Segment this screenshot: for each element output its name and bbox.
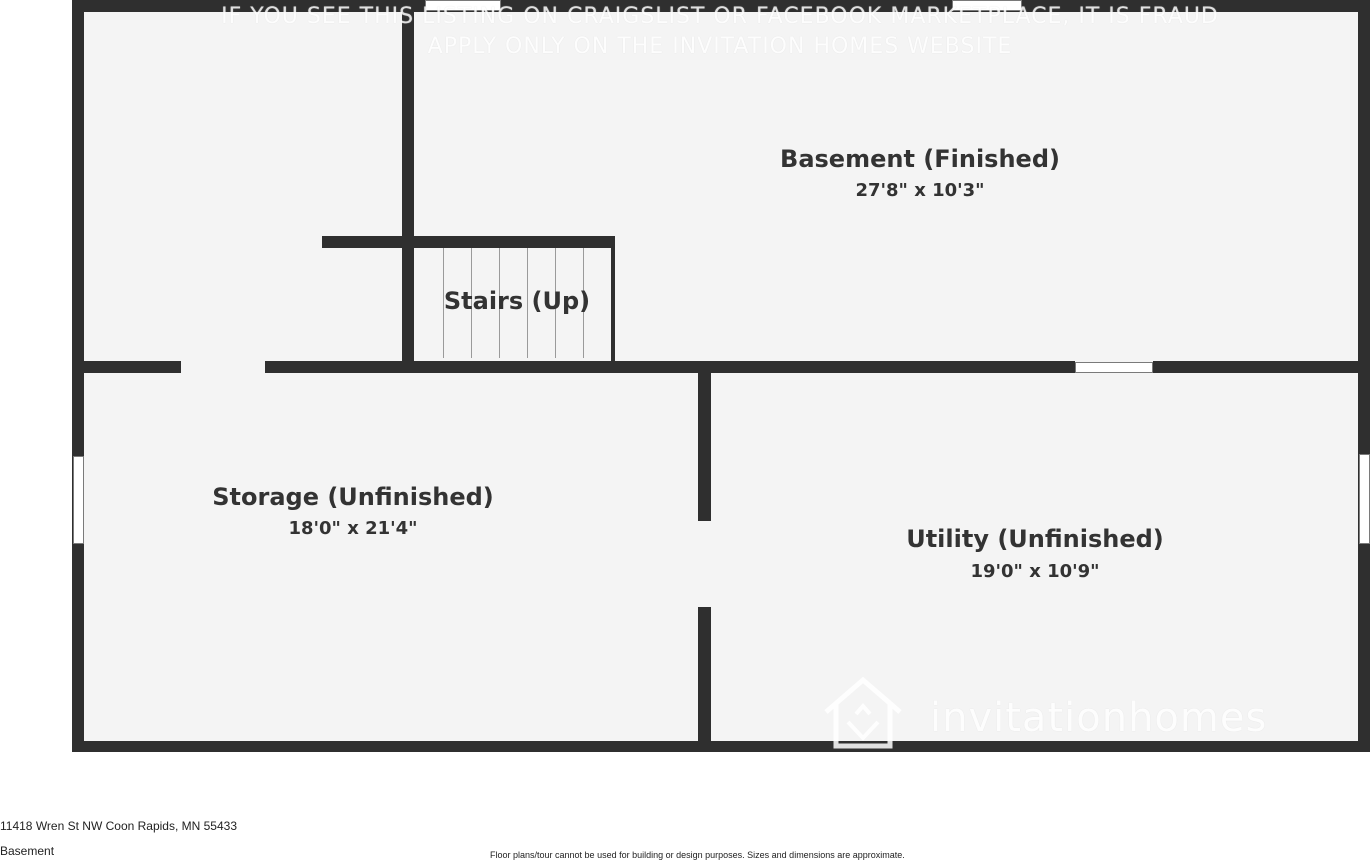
house-logo-icon — [824, 676, 902, 749]
window-interior — [1075, 362, 1153, 373]
stair-tread — [499, 248, 500, 358]
disclaimer: Floor plans/tour cannot be used for buil… — [490, 850, 905, 860]
fraud-warning-line2: APPLY ONLY ON THE INVITATION HOMES WEBSI… — [427, 34, 1013, 59]
stair-tread — [555, 248, 556, 358]
wall-vertical-upper — [402, 10, 414, 370]
stair-tread — [471, 248, 472, 358]
window-right — [1359, 454, 1370, 544]
stair-tread — [443, 248, 444, 358]
floor-area — [84, 10, 1360, 743]
window-top-left — [425, 0, 501, 11]
room-dims-utility: 19'0" x 10'9" — [970, 561, 1100, 582]
wall-stair-top — [322, 236, 614, 248]
outer-wall-top — [72, 0, 1370, 12]
wall-stair-right — [611, 236, 615, 362]
outer-wall-left — [72, 0, 84, 752]
room-dims-storage: 18'0" x 21'4" — [288, 518, 418, 539]
wall-horizontal-left — [84, 361, 181, 373]
wall-vertical-mid-lower — [698, 607, 711, 752]
property-address: 11418 Wren St NW Coon Rapids, MN 55433 — [0, 819, 238, 833]
floor-plan: IF YOU SEE THIS LISTING ON CRAIGSLIST OR… — [72, 0, 1370, 752]
company-logo-text: invitationhomes — [930, 695, 1268, 741]
room-name-utility: Utility (Unfinished) — [906, 525, 1164, 553]
room-name-basement: Basement (Finished) — [780, 145, 1060, 173]
room-name-stairs: Stairs (Up) — [443, 287, 591, 315]
room-name-storage: Storage (Unfinished) — [212, 483, 494, 511]
stair-tread — [583, 248, 584, 358]
window-top-right — [952, 0, 1022, 11]
wall-vertical-mid-upper — [698, 361, 711, 521]
outer-wall-bottom — [72, 741, 1370, 752]
room-dims-basement: 27'8" x 10'3" — [855, 180, 985, 201]
wall-horizontal-middle — [265, 361, 1075, 373]
floor-level-label: Basement — [0, 844, 55, 858]
outer-wall-right — [1358, 0, 1370, 752]
fraud-warning-line1: IF YOU SEE THIS LISTING ON CRAIGSLIST OR… — [221, 4, 1219, 29]
stair-tread — [527, 248, 528, 358]
wall-horizontal-right — [1153, 361, 1360, 373]
window-left — [73, 456, 84, 544]
